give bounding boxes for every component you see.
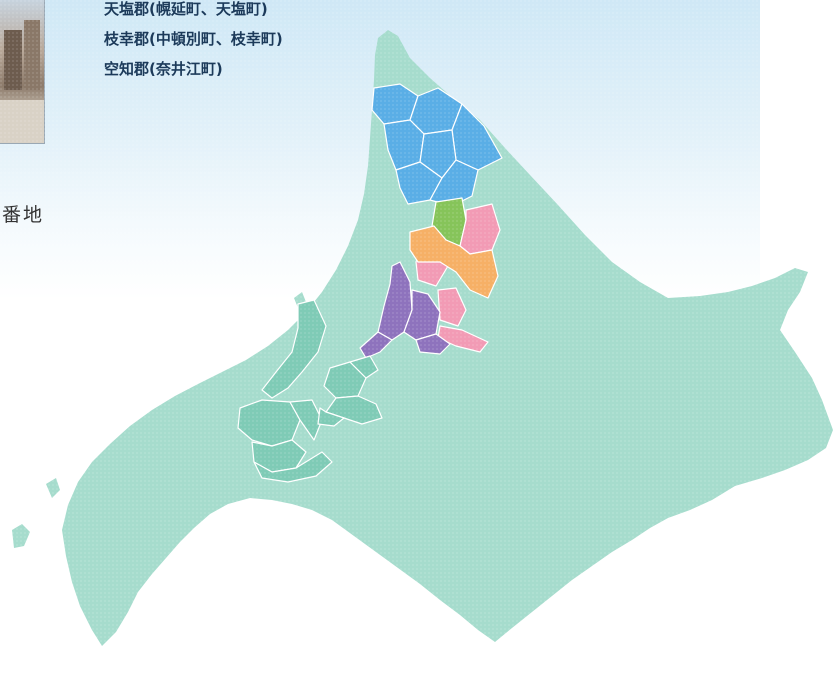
district-label: 天塩郡(幌延町、天塩町): [104, 0, 268, 18]
address-fragment: 番地: [2, 204, 45, 226]
island: [12, 524, 30, 548]
island: [46, 478, 60, 498]
district-list: 天塩郡(幌延町、天塩町) 枝幸郡(中頓別町、枝幸町) 空知郡(奈井江町): [104, 0, 283, 84]
district-label: 枝幸郡(中頓別町、枝幸町): [104, 30, 283, 48]
municipality-region: [459, 203, 501, 255]
district-label: 空知郡(奈井江町): [104, 60, 223, 78]
